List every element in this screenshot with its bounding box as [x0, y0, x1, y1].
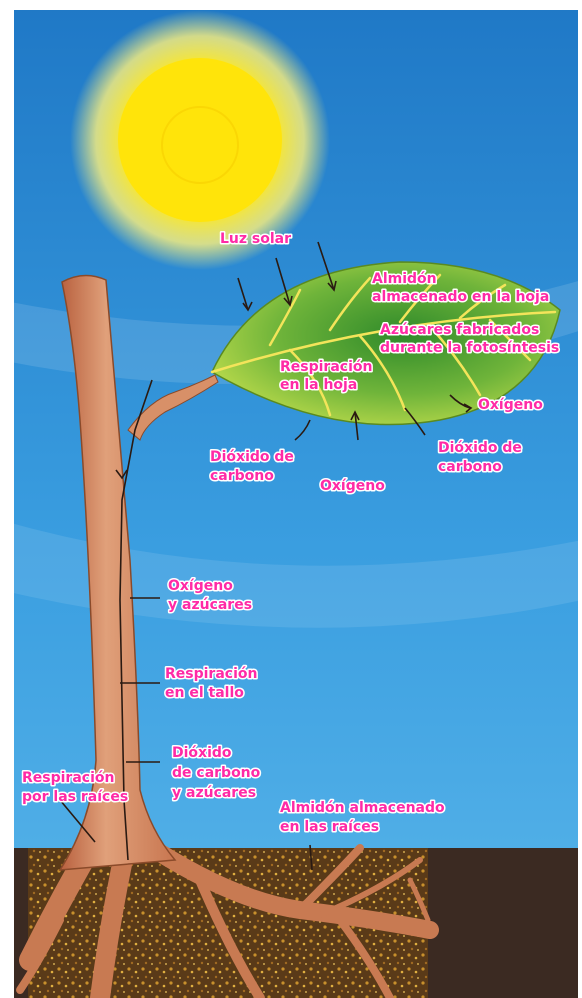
label-dioxido-tallo-1: Dióxido [172, 745, 232, 761]
label-respiracion-hoja-1: Respiración [280, 359, 372, 375]
label-dioxido-tallo-3: y azúcares [172, 785, 256, 801]
label-dioxido-tallo-2: de carbono [172, 765, 261, 781]
label-almidon-hoja-1: Almidón [372, 271, 437, 287]
label-azucares-1: Azúcares fabricados [380, 322, 539, 338]
label-dioxido-der-1: Dióxido de [438, 440, 522, 456]
label-almidon-hoja-2: almacenado en la hoja [372, 289, 549, 305]
label-oxigeno-azucares-2: y azúcares [168, 597, 252, 613]
label-respiracion-tallo-1: Respiración [165, 666, 257, 682]
label-almidon-raices-1: Almidón almacenado [280, 800, 445, 816]
label-dioxido-der-2: carbono [438, 459, 502, 475]
label-respiracion-tallo-2: en el tallo [165, 685, 244, 701]
label-luz-solar: Luz solar [220, 231, 291, 247]
label-oxigeno-derecha: Oxígeno [478, 397, 543, 413]
label-dioxido-izq-2: carbono [210, 468, 274, 484]
label-azucares-2: durante la fotosíntesis [380, 340, 559, 356]
label-dioxido-izq-1: Dióxido de [210, 449, 294, 465]
label-almidon-raices-2: en las raíces [280, 819, 379, 835]
label-respiracion-raices-2: por las raíces [22, 789, 128, 805]
label-respiracion-hoja-2: en la hoja [280, 377, 357, 393]
label-oxigeno-azucares-1: Oxígeno [168, 578, 233, 594]
label-respiracion-raices-1: Respiración [22, 770, 114, 786]
label-oxigeno-abajo: Oxígeno [320, 478, 385, 494]
